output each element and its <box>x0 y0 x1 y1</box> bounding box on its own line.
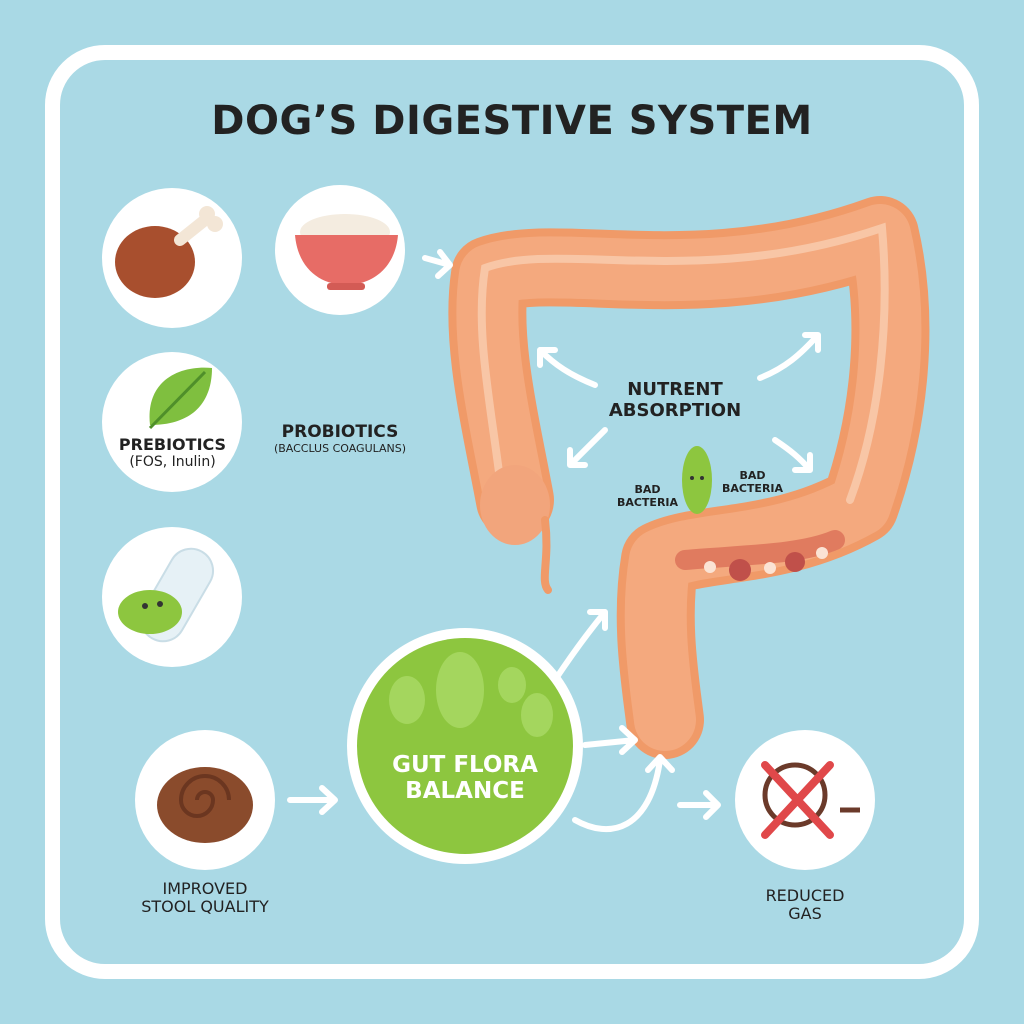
bad-bacteria-label-left: BAD BACTERIA <box>616 483 679 509</box>
reduced-gas-label: REDUCED GAS <box>765 886 845 924</box>
prebiotics-label: PREBIOTICS (FOS, Inulin) <box>118 435 227 471</box>
flora-bacteria-group <box>389 652 553 737</box>
flow-arrows <box>287 249 821 833</box>
page-title: DOG’S DIGESTIVE SYSTEM <box>211 98 813 144</box>
bacteria-icon <box>682 446 712 514</box>
chicken-leg-icon <box>115 206 223 298</box>
probiotics-label: PROBIOTICS (BACCLUS COAGULANS) <box>273 422 407 455</box>
bad-bacteria-label-right: BAD BACTERIA <box>721 469 784 495</box>
rice-bowl-icon <box>295 214 398 290</box>
intestine-illustration <box>448 196 930 759</box>
no-gas-icon <box>761 761 860 839</box>
leaf-icon <box>148 367 212 430</box>
probiotic-capsule-icon <box>118 547 214 643</box>
gut-flora-label: GUT FLORA BALANCE <box>392 752 538 805</box>
nutrient-absorption-label: NUTRENT ABSORPTION <box>608 379 742 421</box>
stool-quality-label: IMPROVED STOOL QUALITY <box>141 879 269 917</box>
stool-icon <box>157 767 253 843</box>
